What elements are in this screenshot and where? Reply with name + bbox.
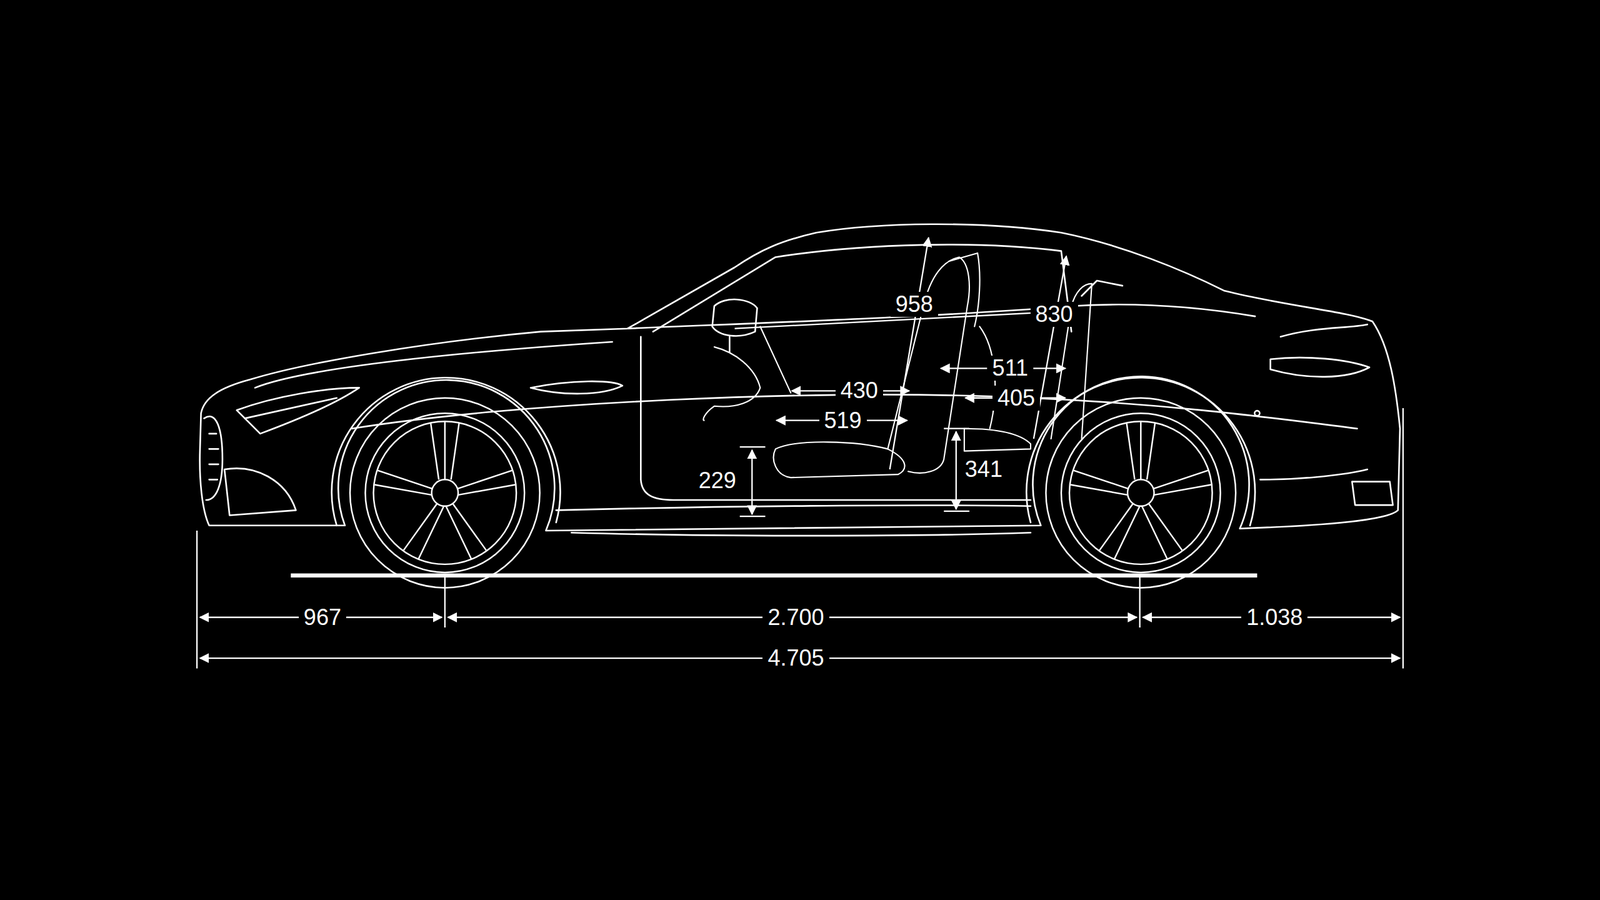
wheels-part	[1127, 479, 1154, 506]
wheels-part	[350, 398, 540, 589]
dimension-value: 4.705	[762, 645, 829, 671]
dimension-lines	[196, 237, 1404, 669]
car-body-part	[1351, 481, 1393, 506]
dimension-value: 229	[693, 468, 742, 494]
car-body-part	[236, 387, 360, 434]
car-body-part	[204, 416, 223, 500]
wheels-part	[374, 422, 515, 560]
wheels-part	[1073, 421, 1209, 551]
car-interior-part	[703, 346, 760, 421]
wheels-part	[373, 421, 517, 565]
car-body-part	[1254, 410, 1260, 416]
wheels	[350, 398, 1236, 589]
dimension-value: 405	[992, 385, 1040, 411]
dimension-value: 1.038	[1241, 605, 1308, 630]
car-interior-part	[964, 428, 1031, 452]
car-body-part	[556, 505, 1031, 511]
dimension-lines-part	[1033, 256, 1067, 439]
dimension-value: 430	[835, 378, 884, 404]
car-interior-part	[887, 256, 970, 473]
wheels-part	[1061, 413, 1221, 573]
dimension-value: 830	[1030, 301, 1078, 327]
car-body-part	[1081, 280, 1123, 296]
car-body-part	[255, 341, 612, 388]
wheels-part	[1070, 422, 1212, 560]
dimension-lines-part	[740, 428, 970, 517]
car-body-part	[1260, 469, 1367, 480]
dimension-lines-part	[890, 237, 929, 470]
dimension-lines-part	[196, 408, 1404, 669]
car-body-part	[245, 398, 337, 419]
dimension-lines-part	[751, 450, 753, 515]
wheels-part	[431, 479, 459, 506]
car-body-part	[728, 336, 731, 352]
dimension-value: 519	[819, 408, 867, 434]
dimension-value: 2.700	[762, 605, 829, 630]
ground-line	[290, 573, 1257, 579]
dimension-value: 341	[960, 456, 1008, 482]
dimension-value: 967	[298, 605, 347, 630]
car-body-part	[224, 468, 296, 515]
dimension-value: 511	[987, 355, 1034, 381]
car-body-part	[1280, 324, 1368, 337]
car-body-part	[530, 381, 623, 394]
car-body-part	[1270, 357, 1370, 377]
wheels-part	[365, 413, 525, 573]
car-body-part	[640, 336, 1031, 500]
wheels-part	[377, 421, 513, 551]
wheels-part	[1045, 398, 1236, 589]
car-body-part	[571, 532, 1031, 536]
car-interior	[703, 253, 1092, 478]
car-interior-part	[760, 326, 791, 393]
car-interior-part	[773, 441, 905, 478]
dimension-lines-part	[955, 431, 957, 510]
wheels-part	[1069, 421, 1213, 565]
ground-line-part	[290, 573, 1257, 579]
car-body-part	[712, 299, 758, 336]
car-body-part	[627, 304, 1255, 329]
dimension-value: 958	[890, 291, 939, 317]
car-body-part	[209, 433, 219, 480]
